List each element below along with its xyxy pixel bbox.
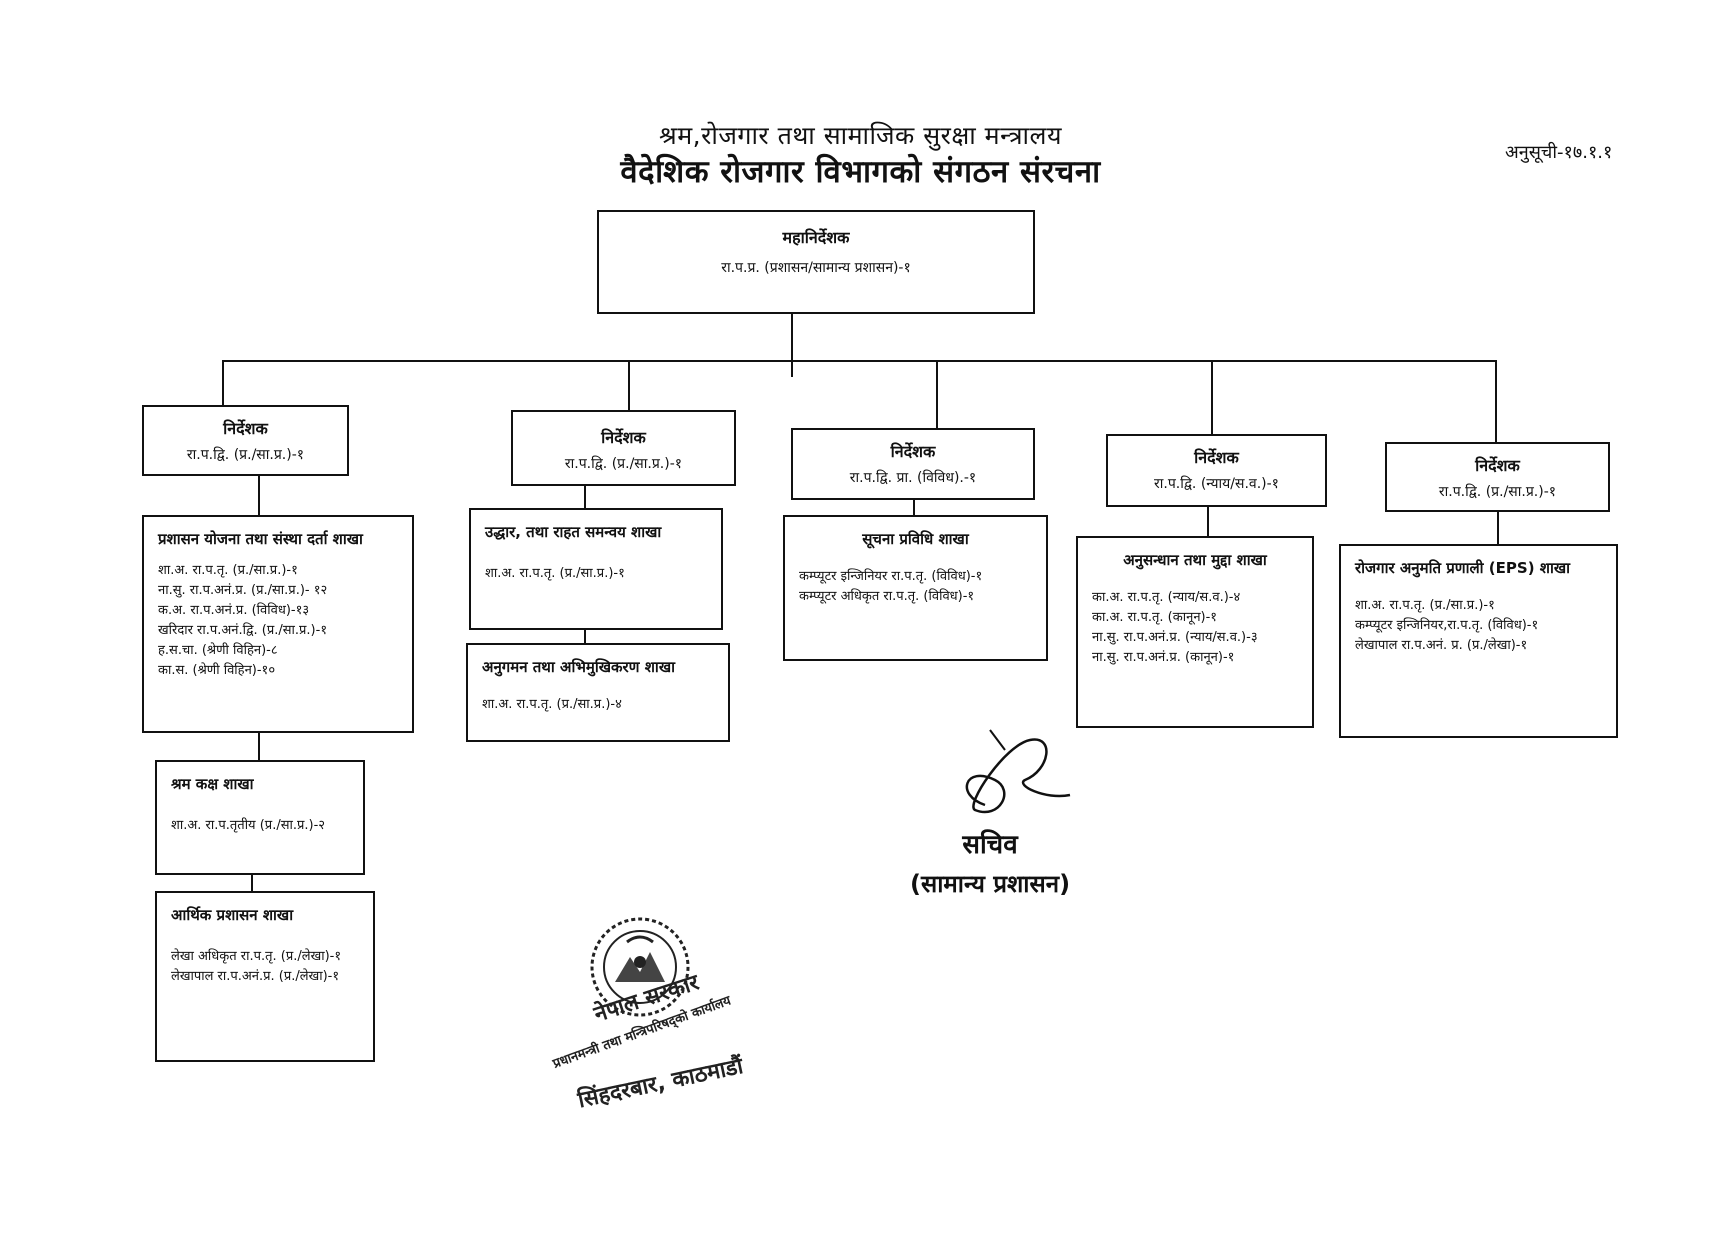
ministry-name: श्रम,रोजगार तथा सामाजिक सुरक्षा मन्त्राल… xyxy=(659,121,1062,150)
branch-post: ह.स.चा. (श्रेणी विहिन)-८ xyxy=(158,643,278,658)
head-connector xyxy=(791,307,793,377)
director-box-1: निर्देशक रा.प.द्वि. (प्र./सा.प्र.)-१ xyxy=(142,405,349,476)
investigation-case-branch: अनुसन्धान तथा मुद्दा शाखा का.अ. रा.प.तृ.… xyxy=(1076,536,1314,728)
branch-post: शा.अ. रा.प.तृ. (प्र./सा.प्र.)-१ xyxy=(158,563,298,578)
director-post: रा.प.द्वि. प्रा. (विविध).-१ xyxy=(849,470,977,486)
director-title: निर्देशक xyxy=(1475,456,1520,475)
secretary-designation: (सामान्य प्रशासन) xyxy=(910,870,1071,898)
director-post: रा.प.द्वि. (प्र./सा.प्र.)-१ xyxy=(564,456,683,472)
branch-post: ना.सु. रा.प.अनं.प्र. (कानून)-१ xyxy=(1092,650,1235,665)
director-box-3: निर्देशक रा.प.द्वि. प्रा. (विविध).-१ xyxy=(791,428,1035,500)
branch-connector-2 xyxy=(258,733,260,762)
branch-title: अनुसन्धान तथा मुद्दा शाखा xyxy=(1123,551,1267,569)
labour-desk-branch: श्रम कक्ष शाखा शा.अ. रा.प.तृतीय (प्र./सा… xyxy=(155,760,365,875)
branch-connector-5 xyxy=(584,630,586,645)
branch-title: उद्धार, तथा राहत समन्वय शाखा xyxy=(485,523,662,541)
director-drop-1 xyxy=(222,360,224,407)
director-post: रा.प.द्वि. (प्र./सा.प्र.)-१ xyxy=(186,447,305,463)
branch-post: कम्प्यूटर इन्जिनियर,रा.प.तृ. (विविध)-१ xyxy=(1355,618,1539,633)
branch-post: लेखापाल रा.प.अनं. प्र. (प्र./लेखा)-१ xyxy=(1355,638,1528,653)
signature-scribble xyxy=(965,729,1071,814)
director-drop-5 xyxy=(1495,360,1497,444)
director-title: निर्देशक xyxy=(1194,448,1239,467)
branch-title: अनुगमन तथा अभिमुखिकरण शाखा xyxy=(482,658,675,676)
branch-post: शा.अ. रा.प.तृ. (प्र./सा.प्र.)-१ xyxy=(1355,598,1495,613)
director-bus xyxy=(222,360,1497,362)
branch-post: लेखापाल रा.प.अनं.प्र. (प्र./लेखा)-१ xyxy=(171,969,340,984)
director-drop-4 xyxy=(1211,360,1213,436)
branch-post: शा.अ. रा.प.तृ. (प्र./सा.प्र.)-४ xyxy=(482,697,622,712)
branch-post: कम्प्यूटर इन्जिनियर रा.प.तृ. (विविध)-१ xyxy=(799,569,983,584)
branch-connector-6 xyxy=(913,500,915,517)
director-general-title: महानिर्देशक xyxy=(782,228,850,247)
seal-line-3: सिंहदरबार, काठमाडौं xyxy=(575,1054,746,1114)
branch-connector-1 xyxy=(258,476,260,517)
branch-title: श्रम कक्ष शाखा xyxy=(171,775,254,793)
director-box-4: निर्देशक रा.प.द्वि. (न्याय/स.व.)-१ xyxy=(1106,434,1327,507)
director-drop-2 xyxy=(628,360,630,412)
branch-post: ना.सु. रा.प.अनं.प्र. (प्र./सा.प्र.)- १२ xyxy=(158,583,328,598)
finance-admin-branch: आर्थिक प्रशासन शाखा लेखा अधिकृत रा.प.तृ.… xyxy=(155,891,375,1062)
eps-branch: रोजगार अनुमति प्रणाली (EPS) शाखा शा.अ. र… xyxy=(1339,544,1618,738)
director-general-box: महानिर्देशक रा.प.प्र. (प्रशासन/सामान्य प… xyxy=(597,210,1035,314)
secretary-title: सचिव xyxy=(962,830,1018,860)
branch-connector-7 xyxy=(1207,507,1209,538)
branch-posts: लेखा अधिकृत रा.प.तृ. (प्र./लेखा)-१ लेखाप… xyxy=(171,947,359,987)
director-title: निर्देशक xyxy=(601,428,646,447)
schedule-number: अनुसूची-१७.१.१ xyxy=(1505,142,1613,163)
branch-post: क.अ. रा.प.अनं.प्र. (विविध)-१३ xyxy=(158,603,310,618)
branch-connector-3 xyxy=(251,873,253,893)
director-box-2: निर्देशक रा.प.द्वि. (प्र./सा.प्र.)-१ xyxy=(511,410,736,486)
branch-posts: शा.अ. रा.प.तृ. (प्र./सा.प्र.)-१ xyxy=(485,564,707,584)
branch-connector-8 xyxy=(1497,512,1499,546)
branch-post: शा.अ. रा.प.तृतीय (प्र./सा.प्र.)-२ xyxy=(171,818,326,833)
branch-title: प्रशासन योजना तथा संस्था दर्ता शाखा xyxy=(158,530,363,548)
branch-post: शा.अ. रा.प.तृ. (प्र./सा.प्र.)-१ xyxy=(485,566,625,581)
branch-title: रोजगार अनुमति प्रणाली (EPS) शाखा xyxy=(1355,559,1571,577)
branch-posts: शा.अ. रा.प.तृ. (प्र./सा.प्र.)-४ xyxy=(482,695,714,715)
director-general-post: रा.प.प्र. (प्रशासन/सामान्य प्रशासन)-१ xyxy=(721,260,911,276)
branch-title: सूचना प्रविधि शाखा xyxy=(862,530,969,548)
branch-post: का.स. (श्रेणी विहिन)-१० xyxy=(158,663,276,678)
branch-post: का.अ. रा.प.तृ. (न्याय/स.व.)-४ xyxy=(1092,590,1241,605)
director-title: निर्देशक xyxy=(890,442,936,461)
director-title: निर्देशक xyxy=(223,419,268,438)
admin-registration-branch: प्रशासन योजना तथा संस्था दर्ता शाखा शा.अ… xyxy=(142,515,414,733)
branch-post: ना.सु. रा.प.अनं.प्र. (न्याय/स.व.)-३ xyxy=(1092,630,1258,645)
branch-title: आर्थिक प्रशासन शाखा xyxy=(171,906,294,924)
branch-posts: शा.अ. रा.प.तृतीय (प्र./सा.प्र.)-२ xyxy=(171,816,349,836)
director-post: रा.प.द्वि. (न्याय/स.व.)-१ xyxy=(1154,476,1279,492)
branch-posts: शा.अ. रा.प.तृ. (प्र./सा.प्र.)-१ ना.सु. र… xyxy=(158,561,398,681)
branch-posts: का.अ. रा.प.तृ. (न्याय/स.व.)-४ का.अ. रा.प… xyxy=(1092,588,1298,668)
branch-post: का.अ. रा.प.तृ. (कानून)-१ xyxy=(1092,610,1218,625)
it-branch: सूचना प्रविधि शाखा कम्प्यूटर इन्जिनियर र… xyxy=(783,515,1048,661)
branch-post: कम्प्यूटर अधिकृत रा.प.तृ. (विविध)-१ xyxy=(799,589,975,604)
branch-connector-4 xyxy=(584,486,586,510)
branch-posts: शा.अ. रा.प.तृ. (प्र./सा.प्र.)-१ कम्प्यूट… xyxy=(1355,596,1602,656)
chart-title: वैदेशिक रोजगार विभागको संगठन संरचना xyxy=(620,154,1101,190)
branch-posts: कम्प्यूटर इन्जिनियर रा.प.तृ. (विविध)-१ क… xyxy=(799,567,1032,607)
rescue-relief-branch: उद्धार, तथा राहत समन्वय शाखा शा.अ. रा.प.… xyxy=(469,508,723,630)
branch-post: लेखा अधिकृत रा.प.तृ. (प्र./लेखा)-१ xyxy=(171,949,342,964)
secretary-signature-block: सचिव (सामान्य प्रशासन) xyxy=(910,825,1070,900)
director-drop-3 xyxy=(936,360,938,430)
monitoring-orientation-branch: अनुगमन तथा अभिमुखिकरण शाखा शा.अ. रा.प.तृ… xyxy=(466,643,730,742)
director-post: रा.प.द्वि. (प्र./सा.प्र.)-१ xyxy=(1438,484,1557,500)
director-box-5: निर्देशक रा.प.द्वि. (प्र./सा.प्र.)-१ xyxy=(1385,442,1610,512)
government-emblem-icon xyxy=(590,917,690,1017)
branch-post: खरिदार रा.प.अनं.द्वि. (प्र./सा.प्र.)-१ xyxy=(158,623,328,638)
